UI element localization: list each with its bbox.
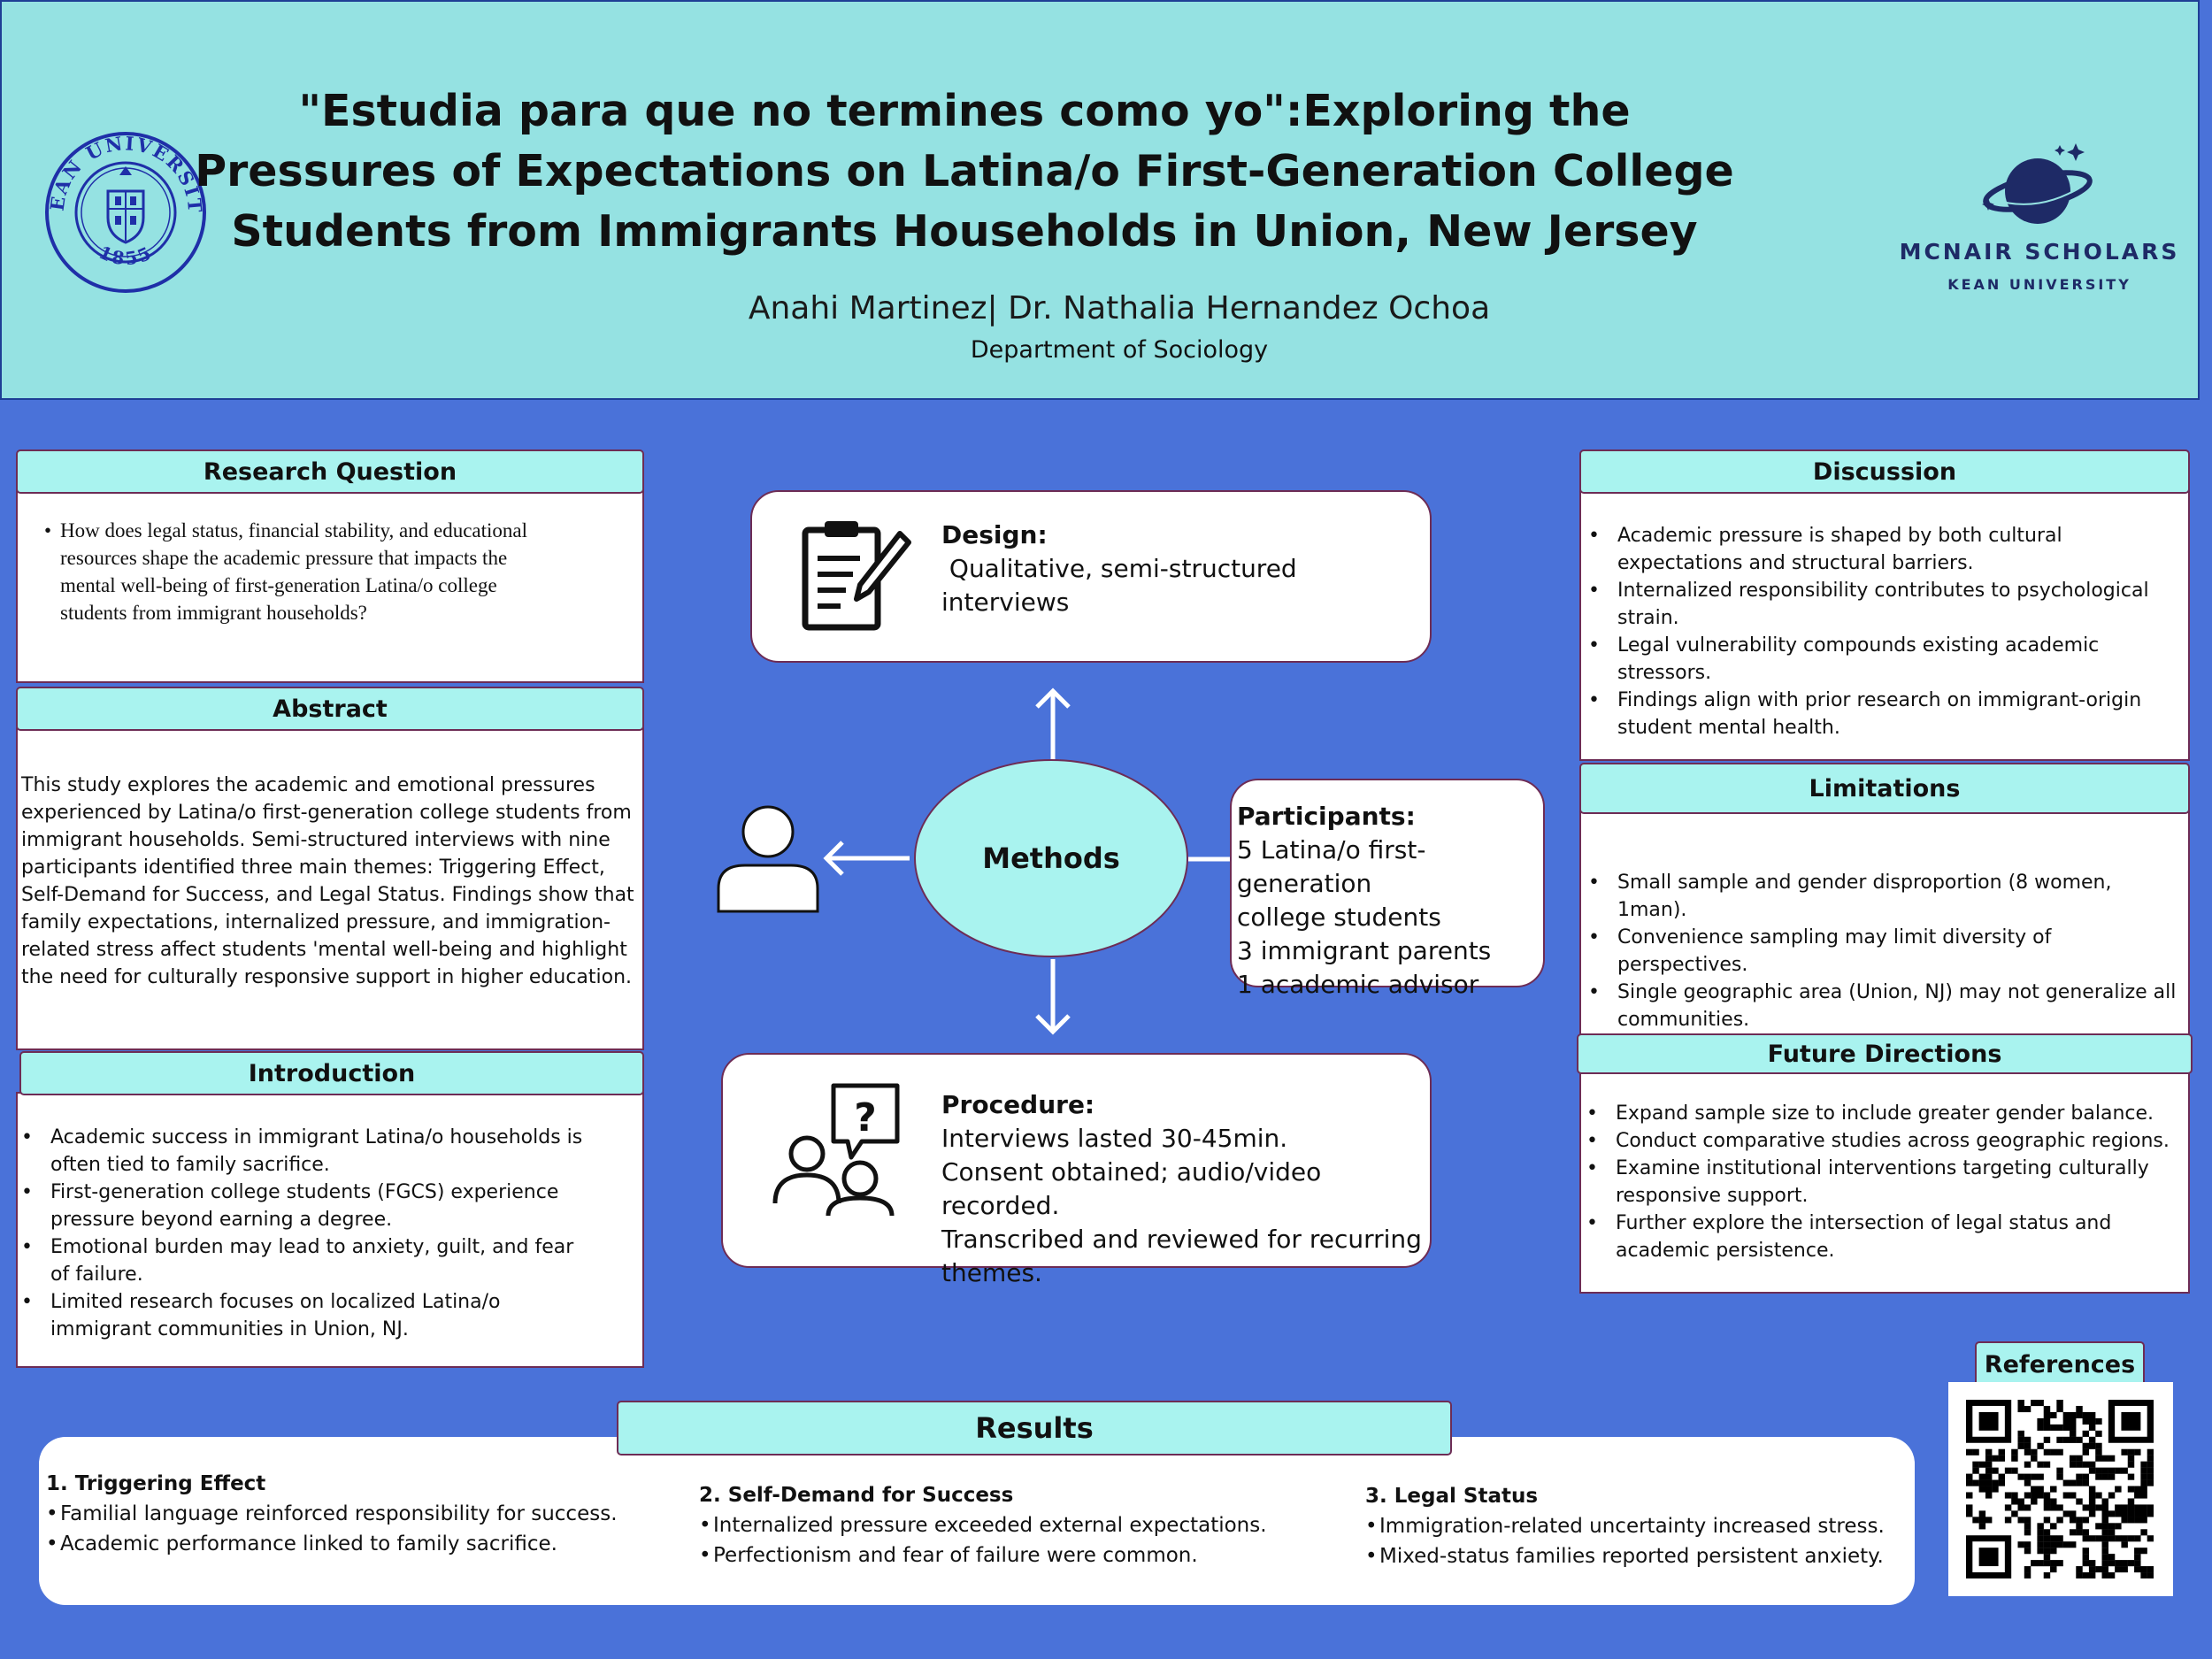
results-item: Perfectionism and fear of failure were c… [699, 1540, 1310, 1571]
discussion-item: Academic pressure is shaped by both cult… [1588, 522, 2177, 577]
authors: Anahi Martinez| Dr. Nathalia Hernandez O… [748, 290, 1491, 326]
limitations-item: Convenience sampling may limit diversity… [1588, 924, 2181, 979]
discussion-item: Internalized responsibility contributes … [1588, 577, 2177, 632]
design-text: Design: Qualitative, semi-structured int… [941, 518, 1419, 619]
future-directions-list: Expand sample size to include greater ge… [1586, 1100, 2179, 1264]
procedure-text: Procedure: Interviews lasted 30-45min. C… [941, 1088, 1426, 1290]
results-column-legal-status: 3. Legal Status Immigration-related unce… [1365, 1485, 1905, 1571]
results-column-title: 2. Self-Demand for Success [699, 1484, 1014, 1507]
discussion-heading: Discussion [1579, 449, 2190, 494]
poster-header [0, 0, 2200, 400]
results-column-title: 3. Legal Status [1365, 1485, 1539, 1508]
methods-center-label: Methods [914, 759, 1188, 957]
design-line: Qualitative, semi-structured [941, 554, 1297, 583]
connector-line [1188, 856, 1231, 862]
introduction-item: Emotional burden may lead to anxiety, gu… [21, 1233, 588, 1288]
references-heading: References [1975, 1341, 2145, 1387]
results-item: Mixed-status families reported persisten… [1365, 1541, 1905, 1571]
poster-title: "Estudia para que no termines como yo":E… [195, 86, 1734, 257]
qr-code-panel [1948, 1382, 2173, 1596]
limitations-heading: Limitations [1579, 763, 2190, 814]
results-item: Immigration-related uncertainty increase… [1365, 1511, 1905, 1541]
participants-label: Participants: [1237, 802, 1416, 831]
person-icon [717, 805, 819, 913]
introduction-list: Academic success in immigrant Latina/o h… [21, 1124, 588, 1343]
discussion-item: Findings align with prior research on im… [1588, 687, 2177, 741]
results-column-title: 1. Triggering Effect [46, 1472, 266, 1495]
future-directions-item: Conduct comparative studies across geogr… [1586, 1127, 2179, 1155]
participants-box [1230, 779, 1545, 987]
qr-code-icon[interactable] [1966, 1400, 2154, 1578]
results-heading: Results [617, 1401, 1452, 1455]
limitations-item: Single geographic area (Union, NJ) may n… [1588, 979, 2181, 1033]
discussion-item: Legal vulnerability compounds existing a… [1588, 632, 2177, 687]
participants-line: 5 Latina/o first-generation [1237, 835, 1426, 898]
research-question-item: How does legal status, financial stabili… [44, 517, 557, 626]
introduction-item: Academic success in immigrant Latina/o h… [21, 1124, 588, 1179]
clipboard-pen-icon [802, 521, 911, 631]
procedure-line: Consent obtained; audio/video recorded. [941, 1157, 1322, 1220]
procedure-line: Interviews lasted 30-45min. [941, 1124, 1288, 1153]
research-question-text: How does legal status, financial stabili… [44, 517, 557, 626]
future-directions-item: Expand sample size to include greater ge… [1586, 1100, 2179, 1127]
procedure-line: themes. [941, 1258, 1042, 1287]
abstract-heading: Abstract [16, 687, 644, 731]
introduction-item: Limited research focuses on localized La… [21, 1288, 588, 1343]
arrow-up-icon [1035, 687, 1071, 765]
abstract-text: This study explores the academic and emo… [21, 774, 634, 988]
limitations-item: Small sample and gender disproportion (8… [1588, 869, 2181, 924]
results-column-triggering-effect: 1. Triggering Effect Familial language r… [46, 1472, 657, 1559]
mcnair-planet-icon [1982, 143, 2093, 224]
participants-text: Participants: 5 Latina/o first-generatio… [1237, 800, 1542, 1002]
design-line: interviews [941, 588, 1070, 617]
people-question-icon: ? [772, 1083, 900, 1217]
participants-line: college students [1237, 902, 1441, 932]
participants-line: 3 immigrant parents [1237, 936, 1492, 965]
future-directions-item: Examine institutional interventions targ… [1586, 1155, 2179, 1210]
discussion-list: Academic pressure is shaped by both cult… [1588, 522, 2177, 741]
participants-line: 1 academic advisor [1237, 970, 1479, 999]
procedure-label: Procedure: [941, 1090, 1095, 1119]
design-label: Design: [941, 520, 1048, 549]
results-item: Familial language reinforced responsibil… [46, 1499, 657, 1529]
mcnair-scholars-wordmark: MCNAIR SCHOLARS [1899, 239, 2180, 265]
arrow-left-icon [823, 841, 910, 876]
future-directions-item: Further explore the intersection of lega… [1586, 1210, 2179, 1264]
results-item: Internalized pressure exceeded external … [699, 1510, 1310, 1540]
procedure-line: Transcribed and reviewed for recurring [941, 1225, 1422, 1254]
limitations-list: Small sample and gender disproportion (8… [1588, 869, 2181, 1033]
results-item: Academic performance linked to family sa… [46, 1529, 657, 1559]
svg-text:?: ? [854, 1095, 877, 1141]
research-question-heading: Research Question [16, 449, 644, 494]
future-directions-heading: Future Directions [1577, 1033, 2193, 1074]
department: Department of Sociology [970, 336, 1269, 364]
mcnair-kean-university-label: KEAN UNIVERSITY [1947, 276, 2131, 293]
arrow-down-icon [1035, 959, 1071, 1035]
introduction-heading: Introduction [19, 1051, 644, 1095]
kean-university-seal-logo: KEAN UNIVERSITY 1855 [44, 131, 206, 293]
abstract-panel [16, 727, 644, 1050]
introduction-item: First-generation college students (FGCS)… [21, 1179, 588, 1233]
svg-text:1855: 1855 [96, 242, 157, 270]
results-column-self-demand: 2. Self-Demand for Success Internalized … [699, 1484, 1310, 1571]
